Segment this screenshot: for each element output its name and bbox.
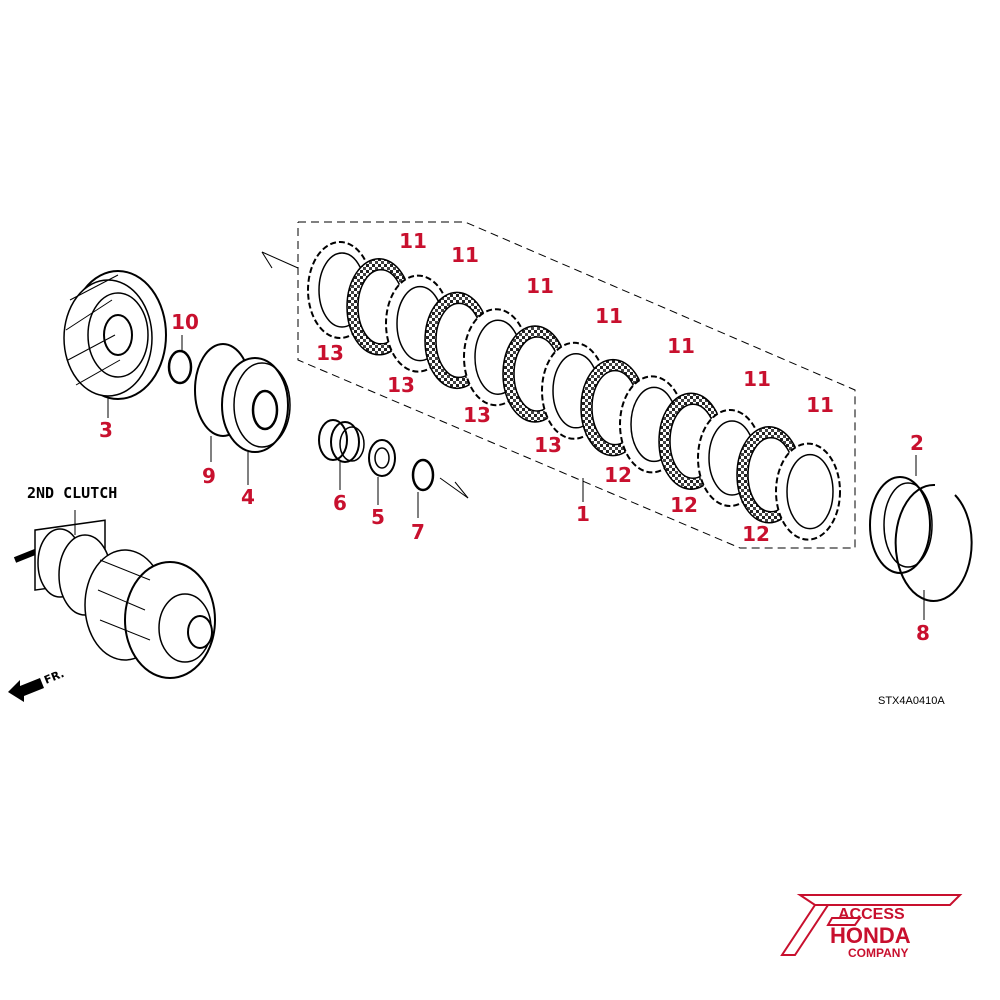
- large-snap-ring-part: [894, 483, 973, 602]
- logo-line-honda: HONDA: [830, 923, 911, 948]
- callout-12: 12: [670, 493, 698, 517]
- drawing-code: STX4A0410A: [878, 695, 945, 707]
- clutch-piston-part: [221, 357, 291, 453]
- steel-plate: [775, 442, 841, 541]
- callout-1: 1: [576, 502, 590, 526]
- shaft-assembly-inset: [13, 510, 216, 679]
- front-direction-arrow: [8, 678, 44, 702]
- callout-10: 10: [171, 310, 199, 334]
- callout-8: 8: [916, 621, 930, 645]
- callout-11: 11: [451, 243, 479, 267]
- callout-11: 11: [526, 274, 554, 298]
- callout-13: 13: [463, 403, 491, 427]
- callout-11: 11: [595, 304, 623, 328]
- callout-13: 13: [316, 341, 344, 365]
- callout-2: 2: [910, 431, 924, 455]
- small-snap-ring-part: [411, 458, 435, 492]
- callout-6: 6: [333, 491, 347, 515]
- callout-labels: 3 10 9 4 6 5 7 1 2 8 11 11 11 11 11 11 1…: [99, 229, 930, 645]
- callout-7: 7: [411, 520, 425, 544]
- callout-12: 12: [742, 522, 770, 546]
- callout-5: 5: [371, 505, 385, 529]
- callout-13: 13: [387, 373, 415, 397]
- access-honda-logo: ACCESS HONDA COMPANY: [780, 894, 963, 960]
- callout-3: 3: [99, 418, 113, 442]
- callout-9: 9: [202, 464, 216, 488]
- callout-11: 11: [743, 367, 771, 391]
- front-label: FR.: [42, 667, 66, 687]
- clutch-drum-part: [63, 270, 167, 400]
- leader-lines: [107, 335, 925, 620]
- end-plate-part: [869, 476, 933, 574]
- callout-11: 11: [399, 229, 427, 253]
- clutch-pack-frame: [261, 221, 856, 549]
- return-spring-part: [318, 419, 365, 463]
- spring-retainer-part: [368, 439, 396, 477]
- snap-ring-part: [167, 349, 193, 385]
- logo-emblem: [780, 894, 963, 956]
- logo-line-company: COMPANY: [848, 946, 908, 960]
- callout-4: 4: [241, 485, 255, 509]
- assembly-title: 2ND CLUTCH: [27, 484, 117, 502]
- callout-12: 12: [604, 463, 632, 487]
- logo-line-access: ACCESS: [838, 906, 905, 923]
- callout-11: 11: [667, 334, 695, 358]
- callout-13: 13: [534, 433, 562, 457]
- callout-11: 11: [806, 393, 834, 417]
- clutch-disc-stack: [307, 241, 841, 541]
